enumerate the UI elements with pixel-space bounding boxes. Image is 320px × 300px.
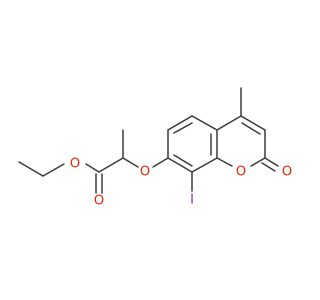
molecule-structure: O O O O O I bbox=[18, 87, 292, 209]
bond-alpha-o bbox=[122, 157, 139, 168]
bond-inner-c8-c7 bbox=[173, 154, 193, 167]
bond-c5-c4a bbox=[191, 115, 218, 131]
atom-o-ester: O bbox=[70, 157, 80, 172]
bond-c8a-c8 bbox=[191, 157, 218, 173]
atom-iodine: I bbox=[190, 193, 194, 208]
bond-c2-carbonyl-a bbox=[264, 157, 279, 167]
bond-inner-c6-c5 bbox=[173, 122, 193, 134]
atom-o-ring: O bbox=[236, 165, 246, 180]
bond-c4-c3 bbox=[240, 115, 266, 131]
bond-c6-c5 bbox=[167, 115, 193, 131]
bond-o1-c8a bbox=[216, 157, 233, 167]
bond-c4a-c4 bbox=[216, 115, 242, 131]
bond-c4-c3-inner bbox=[241, 122, 261, 135]
bond-o-c7 bbox=[152, 157, 169, 168]
molecule-canvas: O O O O O I bbox=[18, 87, 292, 209]
bond-c2-o1 bbox=[250, 157, 266, 167]
bond-c8-c7 bbox=[167, 157, 193, 173]
bond-ch3-ch2 bbox=[18, 161, 44, 177]
atom-o-aryl-ether: O bbox=[140, 165, 150, 180]
bond-carbonyl-c-alpha bbox=[98, 157, 124, 173]
atom-o-lactone-carbonyl: O bbox=[282, 165, 292, 180]
bond-c2-carbonyl-b bbox=[261, 162, 276, 172]
atom-o-carbonyl: O bbox=[94, 194, 104, 209]
bond-o-carbonyl-c bbox=[85, 163, 100, 173]
bond-ch2-o bbox=[42, 163, 65, 177]
